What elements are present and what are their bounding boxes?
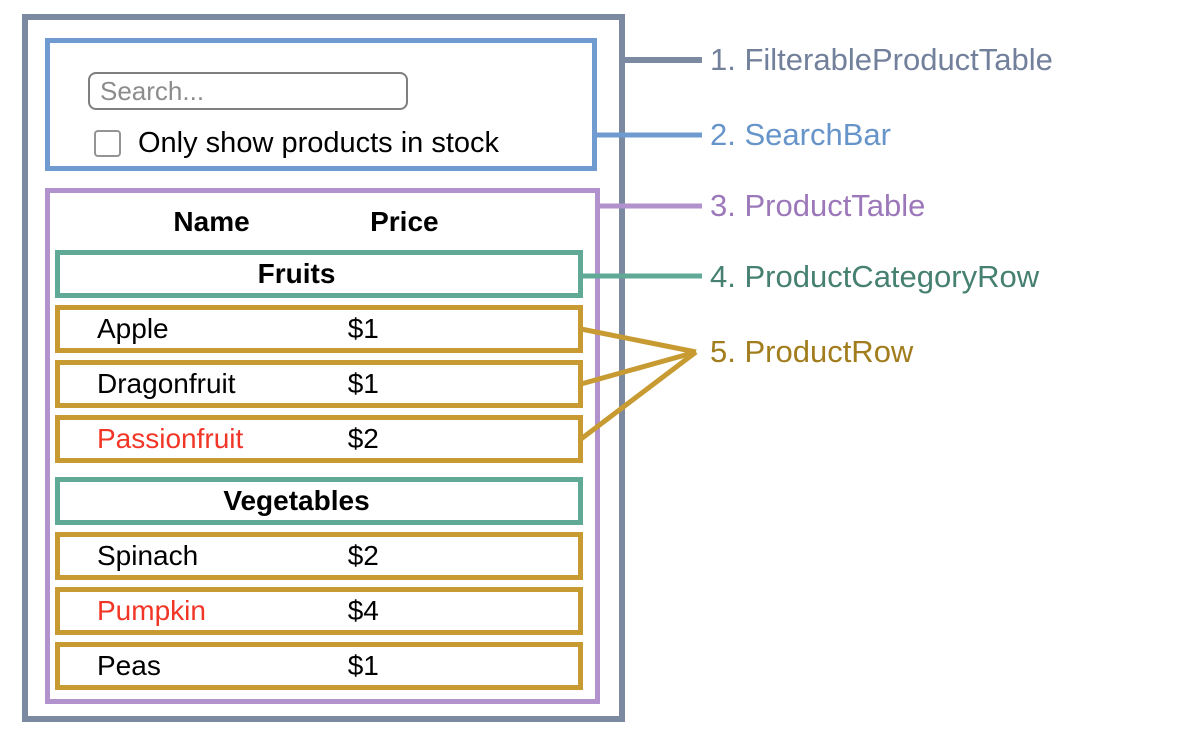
product-row: Dragonfruit $1 [55,360,583,408]
product-category-row-vegetables: Vegetables [55,477,583,525]
product-name-out-of-stock: Passionfruit [97,423,244,454]
column-header-price: Price [370,205,439,237]
search-bar-box: Only show products in stock [45,38,597,171]
product-category-row-fruits: Fruits [55,250,583,298]
product-price: $1 [347,313,379,344]
product-name-out-of-stock: Pumpkin [97,595,206,626]
product-price: $2 [347,540,379,571]
label-product-category-row: 4. ProductCategoryRow [710,259,1040,294]
product-row: Peas $1 [55,642,583,690]
column-header-name: Name [173,205,250,237]
filterable-product-table-box: Only show products in stock Name Price F… [22,14,625,722]
product-name: Peas [97,650,161,681]
product-row: Apple $1 [55,305,583,353]
stock-filter-row: Only show products in stock [94,127,499,160]
product-table-box: Name Price Fruits Apple $1 Dragonfruit $… [45,188,600,704]
product-price: $2 [347,423,379,454]
in-stock-checkbox[interactable] [94,130,121,157]
search-input[interactable] [88,72,408,110]
product-price: $1 [347,650,379,681]
label-product-table: 3. ProductTable [710,188,926,223]
product-row: Passionfruit $2 [55,415,583,463]
label-filterable-product-table: 1. FilterableProductTable [710,42,1053,77]
product-name: Spinach [97,540,199,571]
product-row: Pumpkin $4 [55,587,583,635]
table-header-row: Name Price [55,193,583,250]
product-row: Spinach $2 [55,532,583,580]
label-search-bar: 2. SearchBar [710,117,891,152]
product-price: $4 [347,595,379,626]
in-stock-checkbox-label: Only show products in stock [138,127,500,159]
product-price: $1 [347,368,379,399]
product-name: Apple [97,313,169,344]
product-name: Dragonfruit [97,368,236,399]
label-product-row: 5. ProductRow [710,334,914,369]
